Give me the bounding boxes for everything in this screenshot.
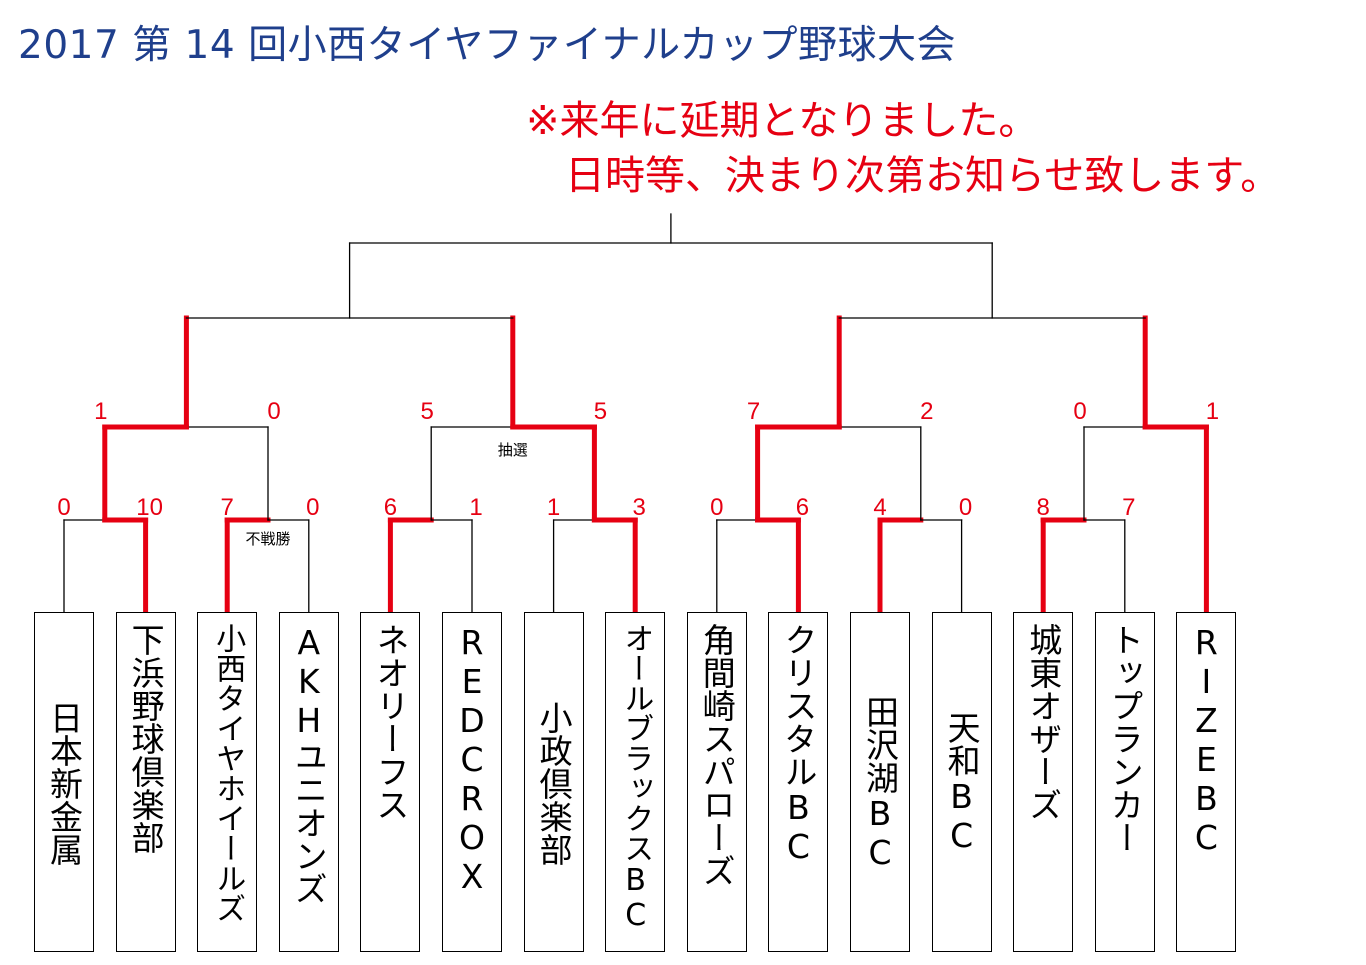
team-name: 下浜野球倶楽部 <box>126 623 166 854</box>
team-box: トップランカー <box>1094 612 1155 952</box>
round1-score: 6 <box>384 494 397 521</box>
round1-score: 4 <box>873 494 886 521</box>
team-box: ネオリーフス <box>360 612 421 952</box>
round1-score: 0 <box>710 494 723 521</box>
round1-score: 10 <box>136 494 163 521</box>
tournament-title: 2017 第 14 回小西タイヤファイナルカップ野球大会 <box>18 23 956 68</box>
team-box: 小西タイヤホイールズ <box>197 612 258 952</box>
round1-score: 1 <box>547 494 560 521</box>
round2-score: 0 <box>267 398 280 425</box>
team-name: 小政倶楽部 <box>534 700 574 866</box>
round1-score: 6 <box>796 494 809 521</box>
team-box: RIZEBC <box>1176 612 1237 952</box>
round1-score: 7 <box>221 494 234 521</box>
team-box: オールブラックスBC <box>605 612 666 952</box>
team-name: 天和BC <box>942 711 982 855</box>
match-note: 抽選 <box>498 441 528 459</box>
round1-score: 8 <box>1037 494 1050 521</box>
round2-score: 5 <box>421 398 434 425</box>
team-box: 城東オザーズ <box>1013 612 1074 952</box>
team-box: クリスタルBC <box>768 612 829 952</box>
team-name: REDCROX <box>452 623 492 896</box>
team-box: 日本新金属 <box>34 612 94 952</box>
team-name: 城東オザーズ <box>1023 623 1063 821</box>
team-name: RIZEBC <box>1186 623 1226 857</box>
round2-score: 0 <box>1073 398 1086 425</box>
round1-score: 1 <box>469 494 482 521</box>
postponement-notice: ※来年に延期となりました。 <box>526 98 1039 144</box>
team-box: 小政倶楽部 <box>523 612 584 952</box>
team-name: トップランカー <box>1105 623 1145 854</box>
team-box: AKHユニオンズ <box>278 612 339 952</box>
round1-score: 7 <box>1122 494 1135 521</box>
round2-score: 7 <box>747 398 760 425</box>
team-name: ネオリーフス <box>370 623 410 821</box>
round2-score: 2 <box>920 398 933 425</box>
team-name: 小西タイヤホイールズ <box>210 623 246 923</box>
team-name: クリスタルBC <box>778 623 818 866</box>
schedule-notice: 日時等、決まり次第お知らせ致します。 <box>565 153 1281 199</box>
team-name: オールブラックスBC <box>618 623 654 933</box>
match-note: 不戦勝 <box>245 530 290 548</box>
team-name: 日本新金属 <box>44 700 84 866</box>
team-box: REDCROX <box>442 612 502 952</box>
team-box: 天和BC <box>931 612 992 952</box>
round1-score: 0 <box>306 494 319 521</box>
team-name: 田沢湖BC <box>860 694 900 872</box>
round1-score: 0 <box>57 494 70 521</box>
team-box: 田沢湖BC <box>850 612 910 952</box>
round1-score: 3 <box>633 494 646 521</box>
round2-score: 1 <box>94 398 107 425</box>
team-name: AKHユニオンズ <box>289 623 329 905</box>
team-name: 角間崎スパローズ <box>697 623 737 887</box>
team-box: 角間崎スパローズ <box>686 612 747 952</box>
round1-score: 0 <box>959 494 972 521</box>
round2-score: 5 <box>594 398 607 425</box>
team-box: 下浜野球倶楽部 <box>115 612 176 952</box>
round2-score: 1 <box>1206 398 1219 425</box>
